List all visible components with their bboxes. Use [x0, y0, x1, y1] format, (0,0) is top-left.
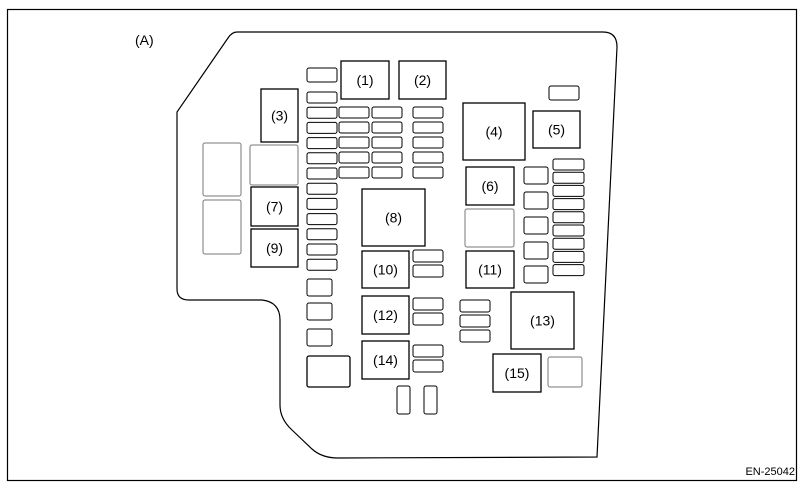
- fuse-slot: [412, 344, 444, 358]
- fuse-slot: [412, 121, 444, 134]
- fuse-slot: [306, 91, 338, 104]
- fuse-slot: [552, 237, 585, 250]
- fuse-slot: [412, 106, 444, 119]
- fuse-slot: [306, 182, 338, 195]
- relay-label: (5): [548, 122, 565, 138]
- fuse-slot: [412, 166, 444, 179]
- spare-socket: [249, 144, 299, 186]
- relay-label: (7): [266, 199, 283, 215]
- relay-7: (7): [250, 186, 299, 227]
- fuse-slot: [306, 328, 333, 347]
- spare-socket: [202, 142, 242, 197]
- fuse-slot: [306, 258, 338, 271]
- relay-label: (2): [414, 72, 431, 88]
- relay-3: (3): [260, 88, 299, 143]
- fuse-slot: [552, 184, 585, 197]
- spare-socket: [202, 199, 242, 255]
- fuse-slot: [552, 158, 585, 171]
- fuse-slot: [552, 224, 585, 237]
- relay-10: (10): [361, 250, 410, 289]
- fuse-slot: [306, 197, 338, 210]
- fuse-slot: [412, 249, 444, 263]
- fuse-slot: [552, 250, 585, 263]
- fuse-slot: [412, 151, 444, 164]
- relay-9: (9): [250, 228, 299, 268]
- spare-slots: [202, 142, 583, 388]
- fuse-slot: [396, 385, 411, 415]
- relay-label: (11): [478, 262, 502, 278]
- spare-socket: [547, 356, 583, 388]
- fuse-slot: [306, 152, 338, 165]
- fuse-slot: [338, 106, 370, 119]
- view-label: (A): [135, 32, 154, 48]
- relay-5: (5): [532, 110, 581, 149]
- relay-12: (12): [361, 295, 410, 335]
- fuse-slot: [412, 264, 444, 278]
- relay-2: (2): [398, 60, 447, 100]
- fuse-slot: [306, 243, 338, 256]
- fuse-slot: [552, 264, 585, 277]
- relay-label: (13): [530, 313, 555, 329]
- fuse-slot: [423, 385, 438, 415]
- fuse-slot: [306, 228, 338, 241]
- fuse-slot: [523, 216, 549, 235]
- fuse-slot: [412, 312, 444, 326]
- fuse-slot: [552, 198, 585, 211]
- relay-14: (14): [361, 340, 410, 380]
- relay-6: (6): [465, 166, 515, 206]
- fuse-slot: [371, 136, 403, 149]
- relay-4: (4): [462, 102, 526, 161]
- relay-label: (1): [356, 72, 373, 88]
- fuse-slot: [306, 121, 338, 134]
- fuse-slot: [306, 167, 338, 180]
- fuse-slot: [459, 329, 491, 343]
- fuse-slot: [371, 166, 403, 179]
- relay-label: (12): [373, 307, 398, 323]
- fuse-slot: [552, 171, 585, 184]
- fuse-slot: [306, 302, 333, 321]
- relay-11: (11): [465, 250, 515, 289]
- fuse-slot: [523, 166, 549, 185]
- fuse-slot: [412, 297, 444, 311]
- fuse-slot: [412, 359, 444, 373]
- fuse-slot: [548, 85, 580, 101]
- relay-label: (14): [373, 352, 398, 368]
- relay-label: (8): [385, 210, 402, 226]
- fuse-slot: [459, 299, 491, 313]
- relay-slots: (1) (2) (3) (4) (5) (6) (7) (8) (9) (10) (11) (12) (…: [250, 60, 581, 393]
- relay-15: (15): [492, 353, 542, 393]
- relay-label: (15): [505, 365, 530, 381]
- spare-socket: [306, 355, 351, 388]
- relay-label: (3): [271, 108, 288, 124]
- fuse-slot: [523, 265, 549, 284]
- relay-label: (4): [485, 124, 502, 140]
- relay-1: (1): [340, 60, 390, 100]
- spare-socket: [464, 208, 515, 248]
- fuse-slot: [306, 67, 338, 83]
- relay-label: (6): [481, 178, 498, 194]
- fuse-slot: [523, 191, 549, 210]
- fuse-slot: [338, 166, 370, 179]
- fuse-slot: [306, 278, 333, 297]
- fuse-slot: [306, 106, 338, 119]
- fuse-slot: [371, 151, 403, 164]
- fuse-slot: [371, 121, 403, 134]
- fuse-slot: [306, 137, 338, 150]
- fuse-slot: [412, 136, 444, 149]
- relay-8: (8): [361, 188, 426, 247]
- fuse-slot: [523, 241, 549, 260]
- fuse-slot: [552, 211, 585, 224]
- relay-13: (13): [510, 291, 575, 350]
- fuse-slot: [371, 106, 403, 119]
- fuse-slots: [306, 67, 585, 415]
- fuse-slot: [338, 121, 370, 134]
- fuse-slot: [306, 213, 338, 226]
- relay-label: (10): [373, 262, 398, 278]
- fuse-slot: [338, 151, 370, 164]
- relay-label: (9): [266, 240, 283, 256]
- fuse-slot: [459, 314, 491, 328]
- fuse-slot: [338, 136, 370, 149]
- figure-code: EN-25042: [745, 466, 795, 478]
